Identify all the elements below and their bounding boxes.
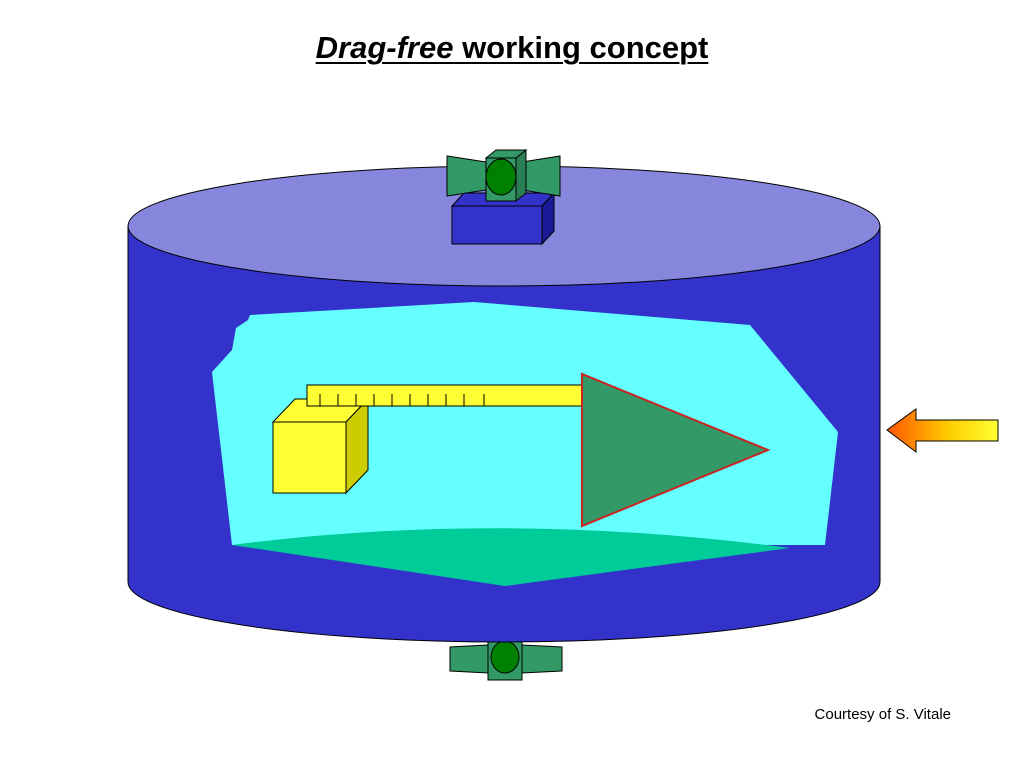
measurement-ruler <box>306 384 584 407</box>
top-thruster-icon <box>446 148 561 203</box>
sensor-triangle-icon <box>581 372 771 528</box>
test-mass-cube-icon <box>271 397 370 495</box>
slide-title: Drag-free working concept <box>0 30 1024 66</box>
credit-text: Courtesy of S. Vitale <box>814 706 951 723</box>
title-italic: Drag-free <box>315 30 454 65</box>
bottom-thruster-icon <box>449 637 563 681</box>
left-arrow-icon <box>886 408 999 454</box>
title-plain: working concept <box>453 30 709 65</box>
